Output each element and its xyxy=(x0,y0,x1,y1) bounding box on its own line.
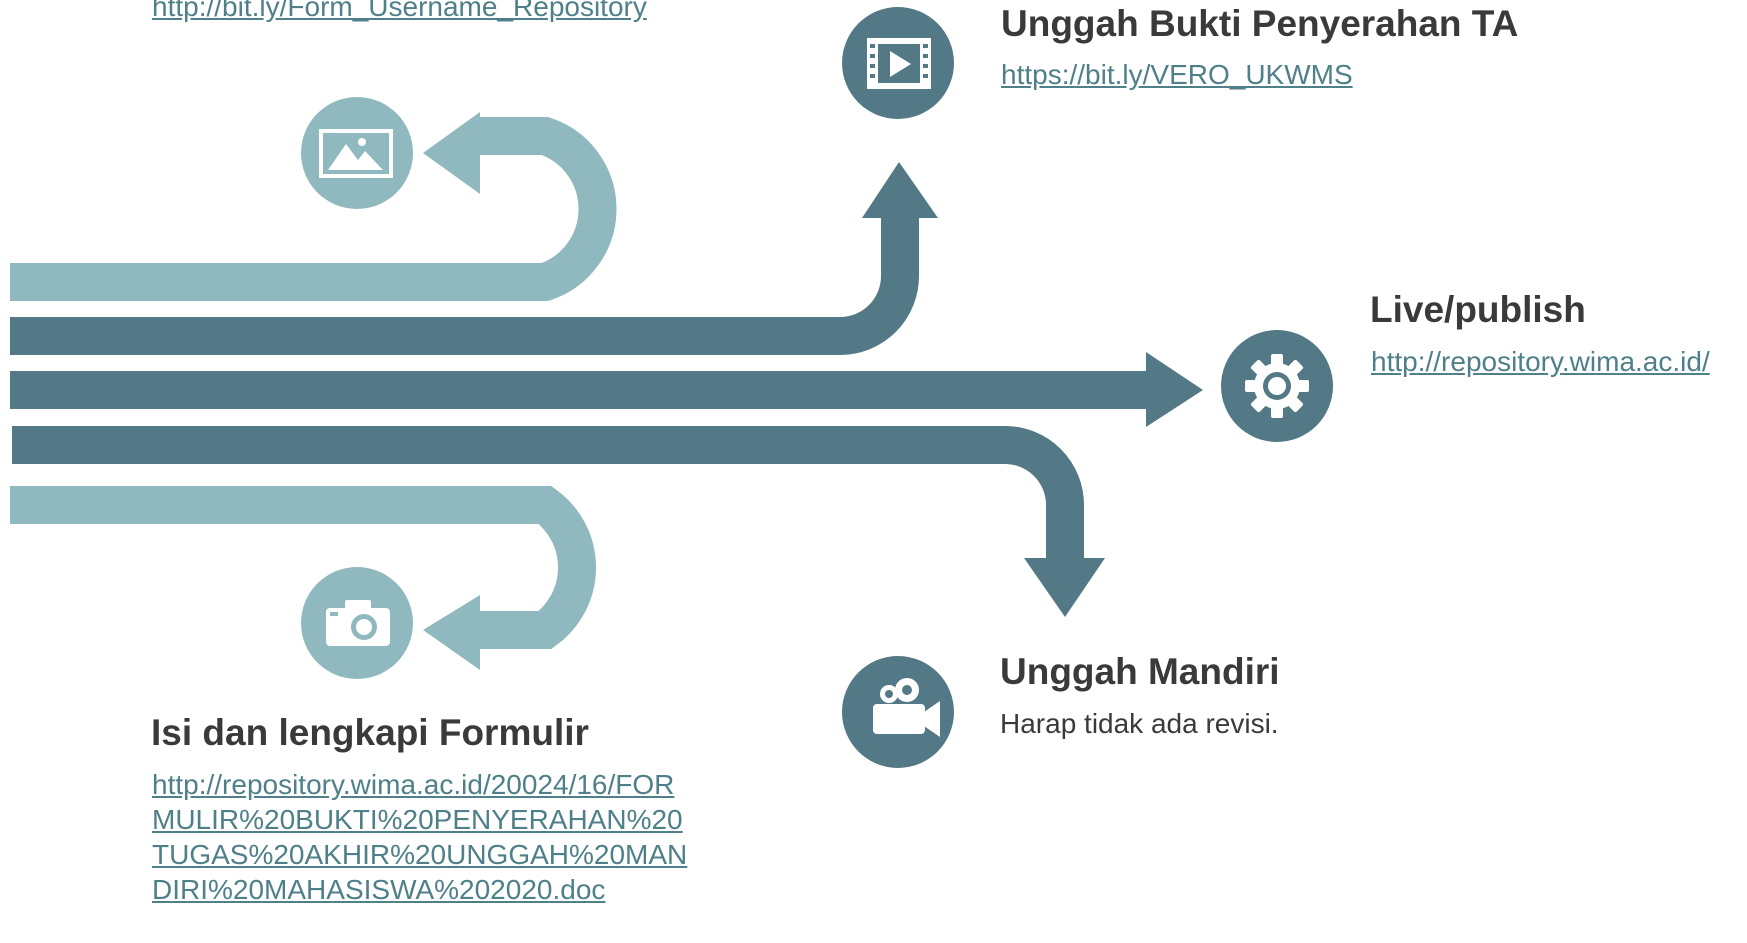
arrow-gear-right xyxy=(10,352,1203,427)
arrow-film-up xyxy=(10,162,938,355)
isi-formulir-title: Isi dan lengkapi Formulir xyxy=(151,712,589,753)
live-publish-title: Live/publish xyxy=(1370,289,1586,330)
vero-link[interactable]: https://bit.ly/VERO_UKWMS xyxy=(1001,59,1353,90)
video-camera-icon xyxy=(842,656,954,768)
repository-link[interactable]: http://repository.wima.ac.id/ xyxy=(1371,346,1710,377)
film-icon xyxy=(842,7,954,119)
form-username-link[interactable]: http://bit.ly/Form_Username_Repository xyxy=(152,0,647,22)
unggah-mandiri-note: Harap tidak ada revisi. xyxy=(1000,708,1279,739)
image-icon xyxy=(301,97,413,209)
unggah-bukti-title: Unggah Bukti Penyerahan TA xyxy=(1001,3,1519,44)
gear-icon xyxy=(1221,330,1333,442)
arrow-image-uturn xyxy=(10,112,617,301)
unggah-mandiri-title: Unggah Mandiri xyxy=(1000,651,1280,692)
arrow-video-down xyxy=(12,426,1105,617)
arrow-camera-uturn xyxy=(10,486,597,670)
formulir-doc-link[interactable]: http://repository.wima.ac.id/20024/16/FO… xyxy=(152,769,688,905)
camera-icon xyxy=(301,567,413,679)
